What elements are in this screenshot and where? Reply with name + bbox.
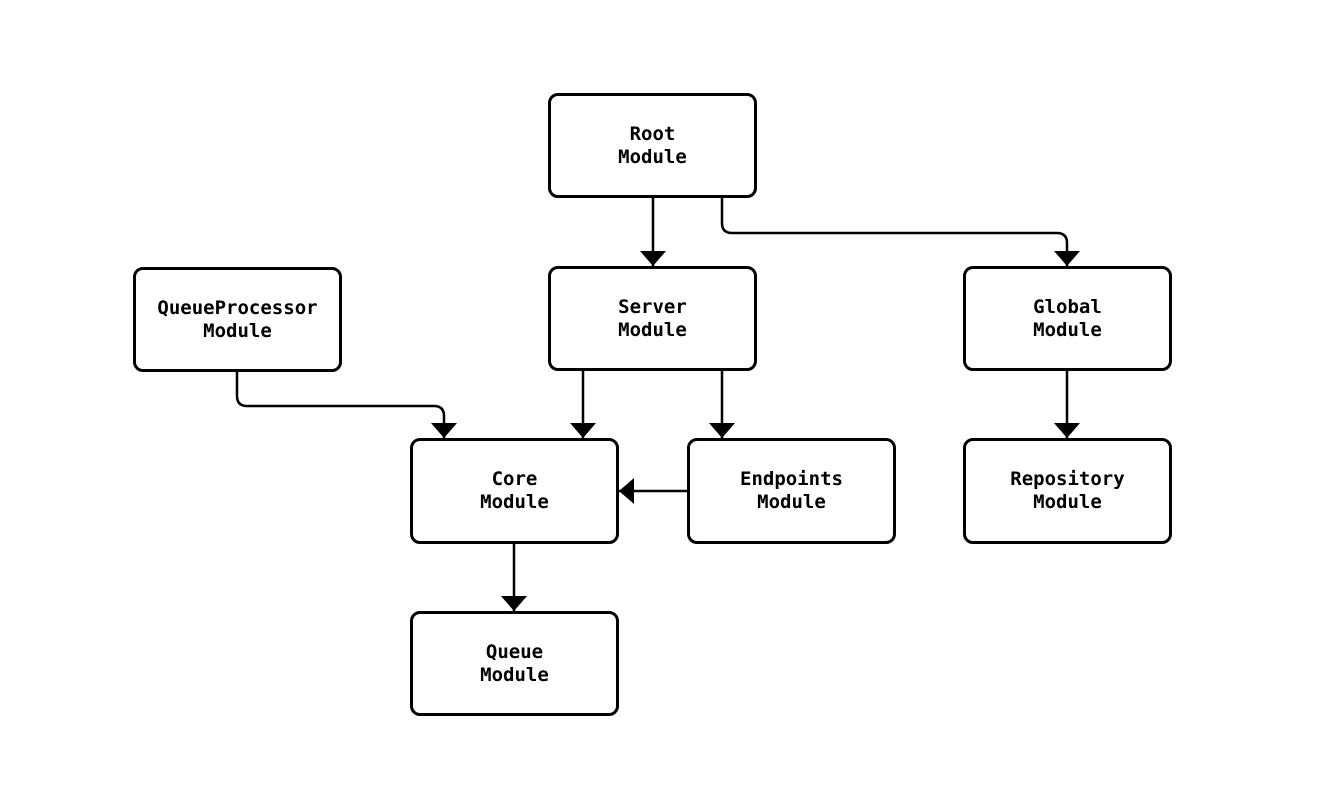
node-endpoints: Endpoints Module bbox=[687, 438, 896, 544]
node-queueprocessor: QueueProcessor Module bbox=[133, 267, 342, 372]
node-global: Global Module bbox=[963, 266, 1172, 371]
node-server: Server Module bbox=[548, 266, 757, 371]
node-label-queueprocessor: QueueProcessor Module bbox=[157, 296, 318, 342]
node-repository: Repository Module bbox=[963, 438, 1172, 544]
node-queue: Queue Module bbox=[410, 611, 619, 716]
node-label-server: Server Module bbox=[618, 295, 687, 341]
node-core: Core Module bbox=[410, 438, 619, 544]
node-label-queue: Queue Module bbox=[480, 640, 549, 686]
node-root: Root Module bbox=[548, 93, 757, 198]
edge-queueprocessor-to-core bbox=[235, 372, 457, 438]
node-label-core: Core Module bbox=[480, 468, 549, 513]
node-label-endpoints: Endpoints Module bbox=[740, 468, 843, 513]
edge-root-to-global bbox=[720, 198, 1080, 266]
node-label-repository: Repository Module bbox=[1010, 468, 1125, 513]
node-label-root: Root Module bbox=[618, 122, 687, 168]
node-label-global: Global Module bbox=[1033, 295, 1102, 341]
